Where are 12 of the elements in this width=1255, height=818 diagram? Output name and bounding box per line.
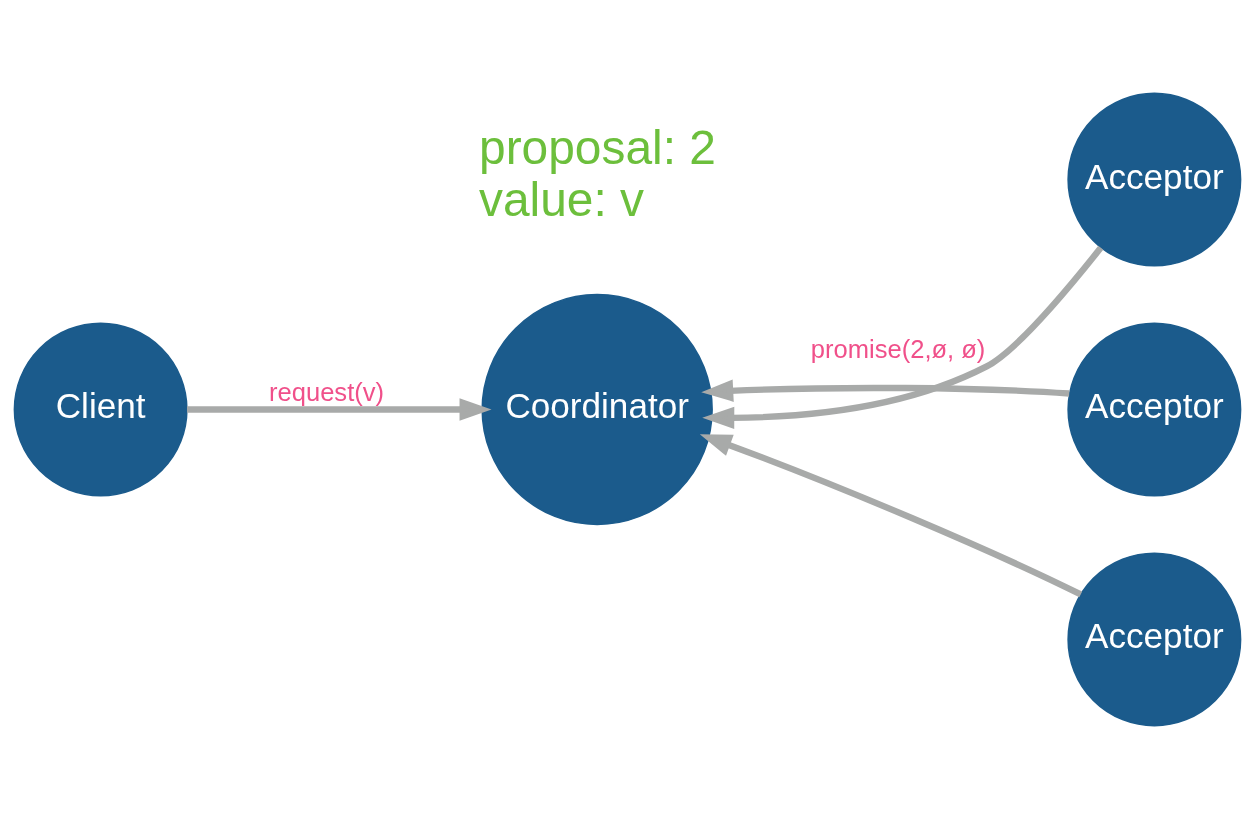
- node-circle: Acceptor: [1067, 92, 1242, 267]
- edge-label: promise(2,ø, ø): [810, 334, 986, 363]
- arrow: [187, 397, 492, 421]
- node-circle: Client: [13, 322, 188, 496]
- node-circle: Coordinator: [481, 293, 713, 525]
- node-circle: Acceptor: [1067, 551, 1242, 726]
- node-circle: Acceptor: [1067, 322, 1242, 496]
- edge-label: request(v): [269, 377, 385, 406]
- arrow: [702, 245, 1104, 429]
- arrow: [699, 433, 1083, 597]
- arrow: [701, 379, 1070, 402]
- node-label: proposal: 2: [479, 120, 716, 174]
